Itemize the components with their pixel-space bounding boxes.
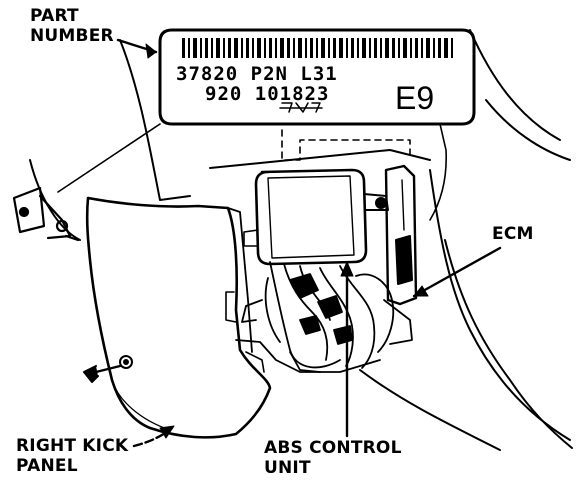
maker-mark bbox=[279, 102, 323, 113]
label-right-kick-line2: PANEL bbox=[16, 456, 78, 476]
label-part-number: PART NUMBER bbox=[30, 6, 114, 46]
part-number-tag bbox=[158, 28, 476, 126]
label-right-kick-panel: RIGHT KICK PANEL bbox=[16, 436, 128, 476]
label-abs-control-unit: ABS CONTROL UNIT bbox=[264, 438, 402, 478]
ecm-pointer bbox=[412, 246, 502, 298]
abs-pointer bbox=[340, 261, 354, 438]
mounting-bracket bbox=[12, 186, 80, 242]
label-abs-line1: ABS CONTROL bbox=[264, 438, 402, 458]
kick-panel-pointer bbox=[132, 425, 175, 448]
ecm-shape bbox=[383, 164, 418, 345]
label-part-number-line1: PART bbox=[30, 6, 79, 26]
car-body-outline bbox=[29, 29, 573, 451]
barcode bbox=[182, 38, 453, 58]
abs-control-unit-shape bbox=[243, 168, 389, 266]
label-part-number-line2: NUMBER bbox=[30, 26, 114, 46]
tag-code: E9 bbox=[395, 80, 435, 116]
tag-leader-left bbox=[57, 123, 161, 193]
tag-leader-right bbox=[429, 123, 447, 221]
wiring-harness bbox=[235, 261, 395, 373]
label-right-kick-line1: RIGHT KICK bbox=[16, 436, 129, 456]
part-number-pointer bbox=[116, 38, 158, 59]
label-abs-line2: UNIT bbox=[264, 458, 311, 478]
tag-part-number-line: 37820 P2N L31 bbox=[176, 63, 338, 85]
right-kick-panel-shape bbox=[83, 196, 272, 439]
label-ecm: ECM bbox=[492, 224, 534, 244]
hidden-outline bbox=[281, 129, 411, 161]
tag-serial-line: 920 101823 bbox=[205, 83, 330, 105]
